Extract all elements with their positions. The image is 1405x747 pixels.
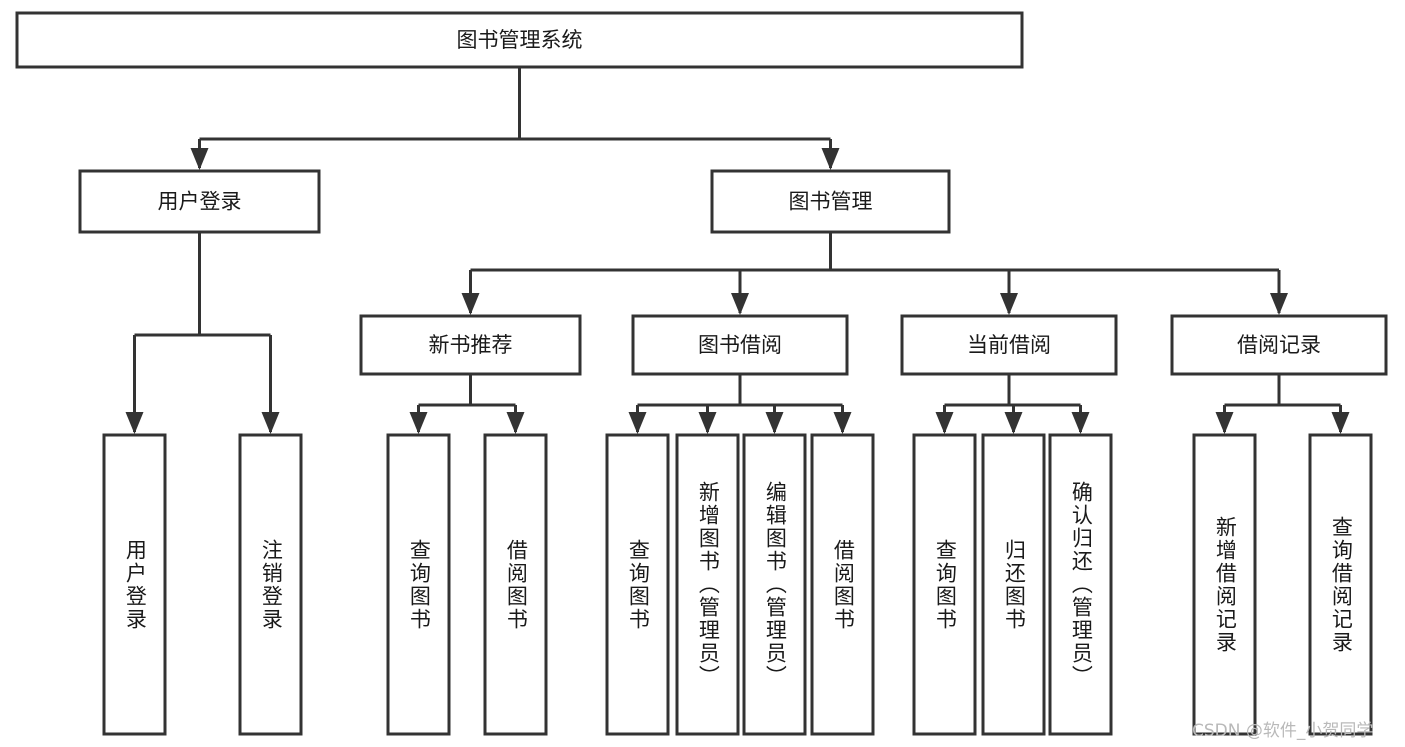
arrow-head-current-borrow <box>1000 293 1018 315</box>
node-label-book-manage: 图书管理 <box>789 190 873 214</box>
arrow-head-leaf-borrow-book-1 <box>506 412 525 434</box>
arrow-head-leaf-query-record <box>1331 412 1350 434</box>
node-box-current-borrow[interactable] <box>900 314 1118 376</box>
node-box-leaf-borrow-book-2[interactable] <box>810 433 875 736</box>
boxes-layer <box>15 11 1388 736</box>
node-box-borrow-record[interactable] <box>1170 314 1388 376</box>
node-label-root: 图书管理系统 <box>457 28 583 52</box>
arrow-head-leaf-user-login <box>125 412 144 434</box>
arrow-head-leaf-add-record <box>1215 412 1234 434</box>
arrow-head-leaf-return-book <box>1004 412 1023 434</box>
node-label-borrow-record: 借阅记录 <box>1237 333 1321 357</box>
arrow-head-user-login <box>190 148 209 170</box>
node-box-leaf-borrow-book-1[interactable] <box>483 433 548 736</box>
node-box-leaf-confirm-return[interactable] <box>1048 433 1113 736</box>
node-box-leaf-add-book[interactable] <box>675 433 740 736</box>
arrow-head-leaf-query-book-1 <box>409 412 428 434</box>
node-box-leaf-return-book[interactable] <box>981 433 1046 736</box>
node-box-new-book-rec[interactable] <box>359 314 582 376</box>
node-box-leaf-query-book-3[interactable] <box>912 433 977 736</box>
arrow-head-leaf-logout <box>261 412 280 434</box>
node-box-root[interactable] <box>15 11 1024 69</box>
node-label-book-borrow: 图书借阅 <box>698 333 782 357</box>
node-box-leaf-logout[interactable] <box>238 433 303 736</box>
node-box-leaf-query-book-2[interactable] <box>605 433 670 736</box>
connectors-layer <box>125 67 1350 434</box>
node-box-leaf-edit-book[interactable] <box>742 433 807 736</box>
node-box-book-manage[interactable] <box>710 169 951 234</box>
arrow-head-borrow-record <box>1270 293 1288 315</box>
node-box-leaf-query-book-1[interactable] <box>386 433 451 736</box>
node-box-leaf-user-login[interactable] <box>102 433 167 736</box>
watermark: CSDN @软件_小贺同学 <box>1192 721 1374 741</box>
node-box-leaf-add-record[interactable] <box>1192 433 1257 736</box>
arrow-head-leaf-add-book <box>698 412 717 434</box>
arrow-head-book-manage <box>821 148 840 170</box>
node-box-user-login[interactable] <box>78 169 321 234</box>
node-label-user-login: 用户登录 <box>158 190 242 214</box>
arrow-head-leaf-edit-book <box>765 412 784 434</box>
arrow-head-leaf-query-book-3 <box>935 412 954 434</box>
arrow-head-new-book-rec <box>461 293 480 315</box>
arrow-head-leaf-query-book-2 <box>628 412 647 434</box>
node-label-current-borrow: 当前借阅 <box>967 333 1051 357</box>
arrow-head-book-borrow <box>731 293 749 315</box>
node-label-new-book-rec: 新书推荐 <box>429 333 513 357</box>
arrow-head-leaf-confirm-return <box>1071 412 1090 434</box>
node-box-leaf-query-record[interactable] <box>1308 433 1373 736</box>
node-box-book-borrow[interactable] <box>631 314 849 376</box>
arrow-head-leaf-borrow-book-2 <box>833 412 852 434</box>
